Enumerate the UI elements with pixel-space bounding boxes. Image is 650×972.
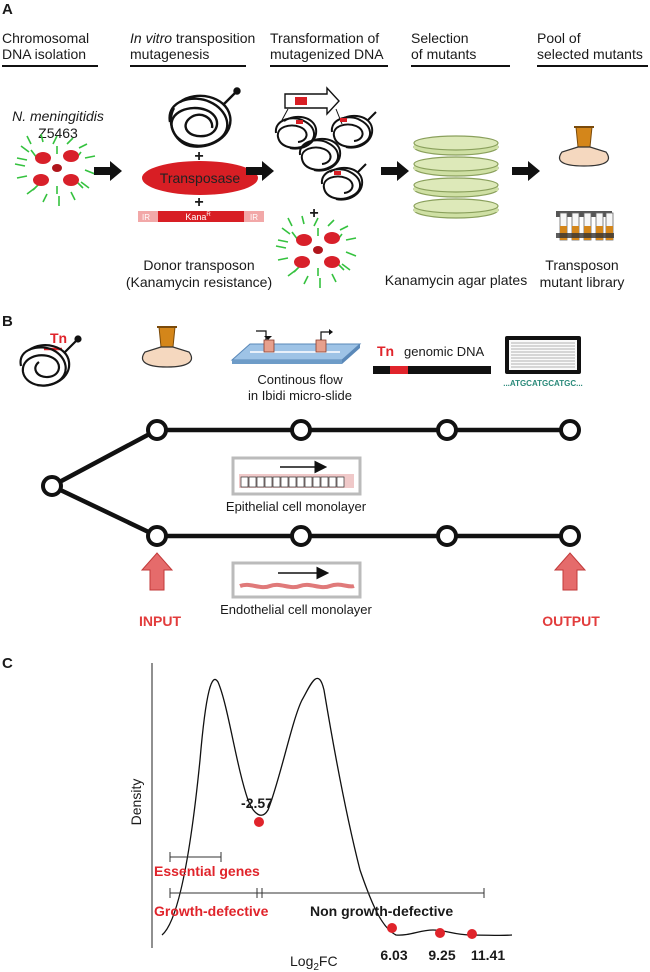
kana-sup: R [206,212,211,218]
epithelial-monolayer-icon [231,456,362,496]
ir-left: IR [142,213,150,222]
step5-line1: Pool of [537,30,581,46]
step1-line1: Chromosomal [2,30,89,46]
step2-line2: mutagenesis [130,46,209,62]
endothelial-monolayer-icon [231,561,362,599]
ir-right: IR [250,213,258,222]
min-dot [254,817,264,827]
bacteria-recipient-icon [275,215,357,288]
tick-11-41: 11.41 [471,947,505,963]
donor-line1: Donor transposon [143,257,254,273]
step2-italic: In vitro [130,30,172,46]
flask-icon [558,126,610,167]
svg-text:Log2FC: Log2FC [290,953,338,972]
dot-6-03 [387,923,397,933]
non-growth-defective-label: Non growth-defective [310,903,453,919]
essential-bracket [169,852,222,862]
endothelial-label: Endothelial cell monolayer [220,602,372,617]
tick-9-25: 9.25 [428,947,455,963]
step-header-4: Selection of mutants [411,30,510,67]
y-axis-label: Density [128,779,144,826]
plus-3: + [309,205,318,222]
sequence-text: ...ATGCATGCATGC... [503,379,583,388]
panel-c-letter: C [2,655,13,672]
flow-arrow-2 [246,161,274,181]
xlabel-log: Log [290,953,313,969]
flow-arrow-3 [381,161,409,181]
insert-arrow-icon [281,86,343,125]
genomic-dna-bar [373,366,491,374]
input-arrow-icon [140,552,174,591]
plus-2: + [194,194,203,211]
genomic-tn-label: Tn [377,343,394,359]
tn-label: Tn [50,330,67,346]
path-nodes [41,419,581,547]
tick-6-03: 6.03 [380,947,407,963]
plus-1: + [194,148,203,165]
transposase-ellipse [142,161,258,195]
transposon-construct: IR KanaR IR [138,211,264,222]
step2-rest: transposition [172,30,255,46]
bacteria-cluster-icon [14,133,96,206]
flow-arrow-4 [512,161,540,181]
step-header-1: Chromosomal DNA isolation [2,30,98,67]
step-header-3: Transformation of mutagenized DNA [270,30,388,67]
insert-mark-2 [340,118,347,122]
step3-line1: Transformation of [270,30,379,46]
strain-name: N. meningitidis [12,108,104,124]
transposase-label: Transposase [160,170,241,186]
dot-11-41 [467,929,477,939]
essential-label: Essential genes [154,863,260,879]
svg-text:In vitro transposition: In vitro transposition [130,30,255,46]
input-label: INPUT [139,613,181,629]
agar-plates-icon [413,135,499,219]
library-line1: Transposon [545,257,618,273]
flow-line1: Continous flow [257,372,343,387]
mutagenized-dna-icon [274,111,377,201]
svg-text:KanaR: KanaR [185,212,211,222]
insert-mark-3 [334,171,341,175]
panel-a-letter: A [2,1,13,18]
step3-line2: mutagenized DNA [270,46,384,62]
step-header-2: In vitro transposition mutagenesis [130,30,255,67]
output-arrow-icon [553,552,587,591]
xlabel-sub: 2 [313,962,319,972]
library-line2: mutant library [540,274,625,290]
micro-slide-icon [230,329,362,364]
tangled-dna-b-icon [19,335,82,387]
growth-bracket [169,888,485,898]
sequencing-flowcell-icon [505,336,581,374]
output-label: OUTPUT [542,613,600,629]
growth-defective-label: Growth-defective [154,903,269,919]
tube-rack-icon [556,211,614,241]
donor-line2: (Kanamycin resistance) [126,274,272,290]
kana-label: Kana [185,212,206,222]
density-curve [161,677,513,937]
min-label: -2.57 [241,795,273,811]
plates-label: Kanamycin agar plates [385,272,527,288]
step1-line2: DNA isolation [2,46,86,62]
flow-arrow-1 [94,161,122,181]
threshold-dots [254,817,477,939]
tangled-dna-icon [168,87,241,148]
flask-b-icon [141,326,193,368]
xlabel-fc: FC [319,953,338,969]
genomic-dna-label: genomic DNA [404,344,485,359]
step4-line1: Selection [411,30,469,46]
flow-line2: in Ibidi micro-slide [248,388,352,403]
dot-9-25 [435,928,445,938]
step-header-5: Pool of selected mutants [537,30,648,67]
step4-line2: of mutants [411,46,476,62]
panel-b-letter: B [2,313,13,330]
step5-line2: selected mutants [537,46,643,62]
epithelial-label: Epithelial cell monolayer [226,499,367,514]
insert-mark-1 [296,120,303,124]
strain-id: Z5463 [38,125,78,141]
